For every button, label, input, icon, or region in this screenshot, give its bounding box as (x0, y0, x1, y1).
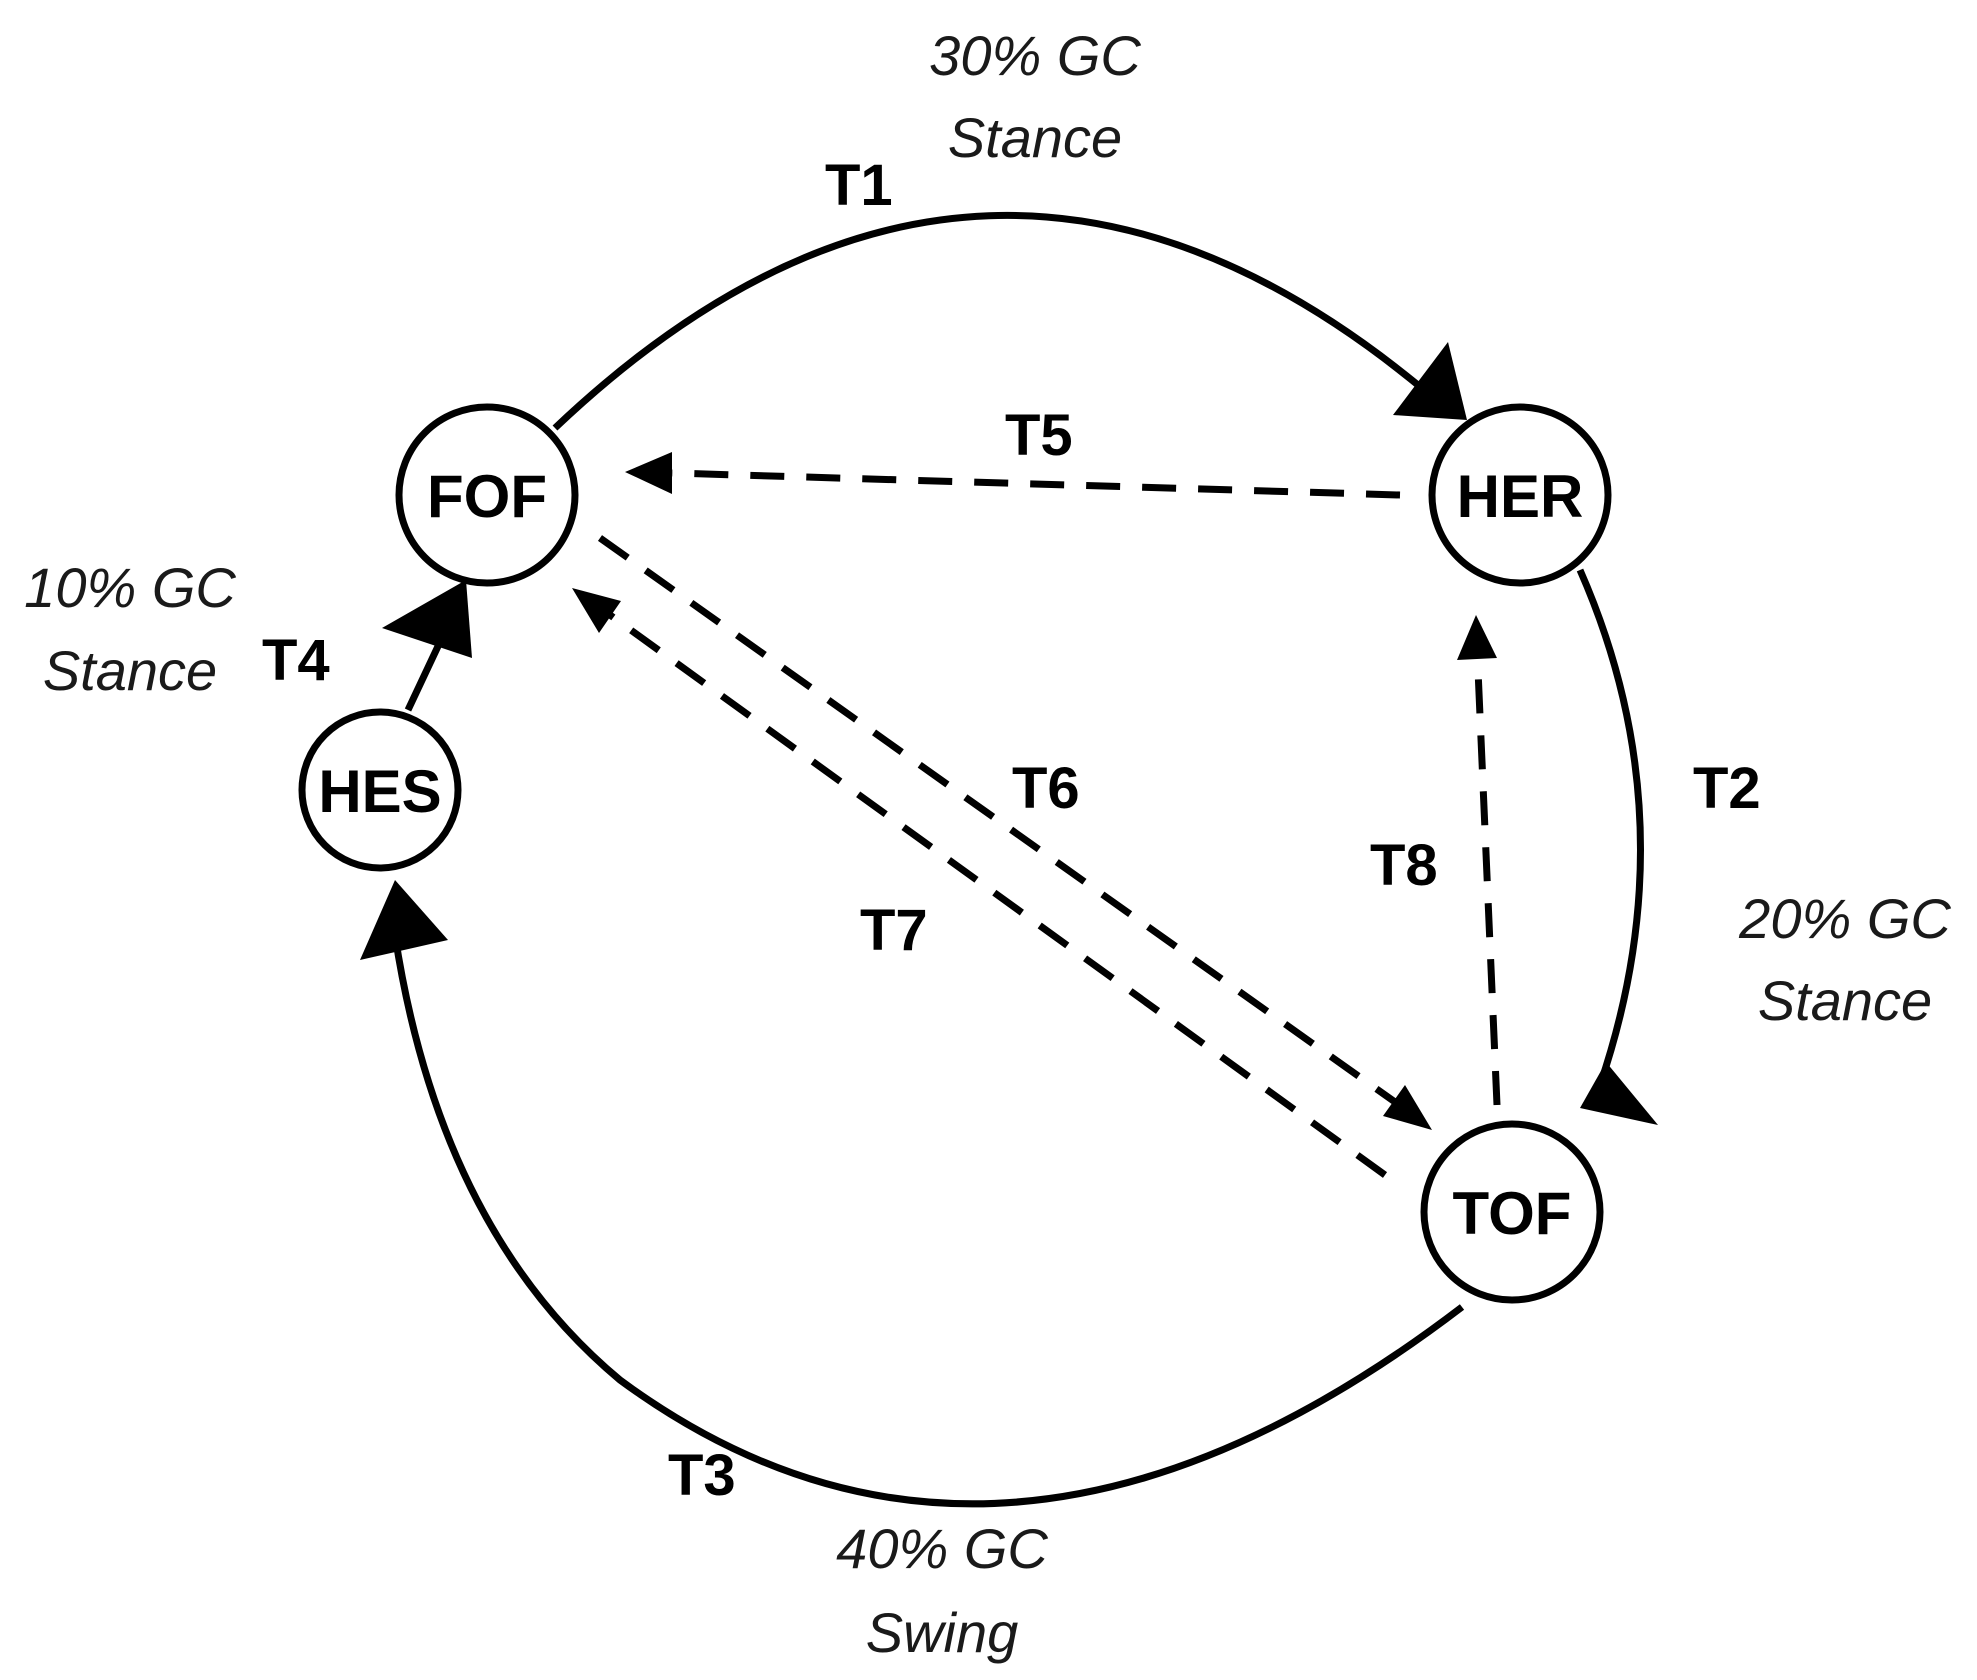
phase-t4-percent: 10% GC (24, 556, 236, 619)
dashed-t7 (607, 612, 1388, 1178)
label-t3: T3 (668, 1443, 736, 1508)
label-t8: T8 (1370, 833, 1438, 898)
label-t4: T4 (262, 628, 330, 693)
arrowhead-t4 (382, 580, 472, 658)
label-t5: T5 (1005, 403, 1073, 468)
label-t7: T7 (860, 898, 928, 963)
phase-t1-percent: 30% GC (929, 24, 1141, 87)
arrowhead-t7 (572, 588, 621, 633)
arrowhead-t1 (1393, 342, 1467, 420)
arc-t3 (391, 934, 1465, 1508)
phase-t1-phase: Stance (948, 106, 1122, 169)
phase-t2-percent: 20% GC (1738, 887, 1951, 950)
arrowhead-t8 (1457, 615, 1497, 660)
phase-t4-phase: Stance (43, 639, 217, 702)
arc-t2 (1576, 568, 1644, 1087)
node-tof-label: TOF (1453, 1180, 1572, 1247)
label-t6: T6 (1012, 756, 1080, 821)
dashed-t5 (671, 469, 1401, 499)
label-t2: T2 (1693, 756, 1761, 821)
node-tof: TOF (1420, 1120, 1604, 1304)
phase-t3-percent: 40% GC (836, 1517, 1048, 1580)
dashed-t6 (597, 535, 1398, 1105)
phase-t3-phase: Swing (866, 1601, 1019, 1664)
arrowhead-t5 (625, 452, 672, 494)
dashed-t8 (1474, 669, 1501, 1106)
node-hes-label: HES (318, 758, 441, 825)
node-her-label: HER (1457, 463, 1584, 530)
node-her: HER (1428, 403, 1612, 587)
label-t1: T1 (825, 153, 893, 218)
node-fof-label: FOF (427, 463, 547, 530)
phase-t2-phase: Stance (1758, 969, 1932, 1032)
arrowhead-t3 (360, 880, 448, 960)
arrowhead-t2 (1580, 1062, 1658, 1125)
node-fof: FOF (395, 403, 579, 587)
node-hes: HES (298, 708, 462, 872)
arrowhead-t6 (1383, 1085, 1432, 1130)
arc-t1 (552, 211, 1433, 431)
